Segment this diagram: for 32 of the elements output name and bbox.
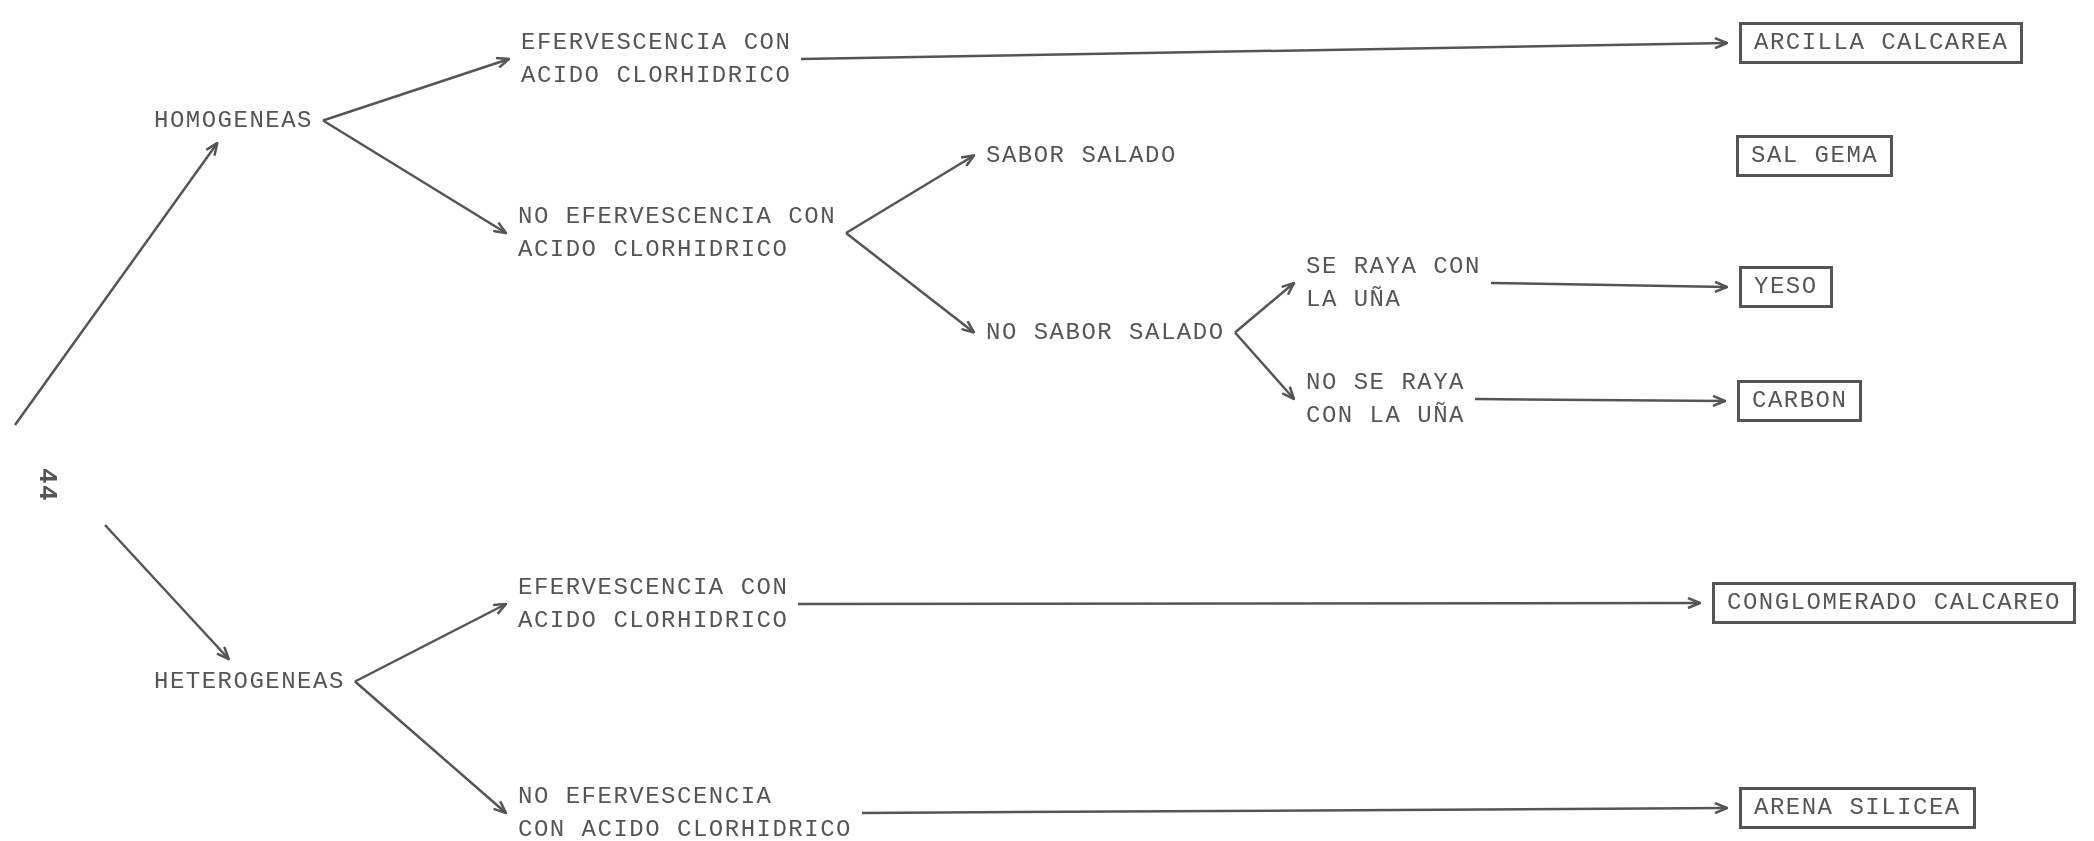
arrow [845, 154, 976, 235]
arrow [1475, 394, 1727, 408]
arrow [14, 141, 219, 426]
result-box: CARBON [1737, 380, 1863, 422]
branch-text: SE RAYA CON LA UÑA [1306, 250, 1481, 316]
arrow [800, 36, 1729, 61]
branch-text: NO EFERVESCENCIA CON ACIDO CLORHIDRICO [518, 200, 837, 266]
branch-text: NO SABOR SALADO [986, 316, 1225, 349]
arrow [798, 596, 1702, 610]
arrow [354, 602, 508, 683]
page-number: 44 [32, 467, 63, 503]
branch-text: EFERVESCENCIA CON ACIDO CLORHIDRICO [518, 571, 789, 637]
arrow [862, 801, 1729, 815]
branch-text: NO SE RAYA CON LA UÑA [1306, 366, 1466, 432]
branch-text: NO EFERVESCENCIA CON ACIDO CLORHIDRICO [518, 780, 852, 841]
result-box: ARCILLA CALCAREA [1739, 22, 2024, 64]
result-box: ARENA SILICEA [1739, 787, 1976, 829]
arrow [845, 232, 976, 334]
arrow [322, 56, 511, 122]
branch-text: HOMOGENEAS [154, 104, 314, 137]
arrow [1490, 280, 1729, 294]
result-box: SAL GEMA [1736, 135, 1894, 177]
result-box: CONGLOMERADO CALCAREO [1712, 582, 2076, 624]
branch-text: HETEROGENEAS [154, 665, 345, 698]
arrow [322, 119, 508, 235]
arrow [1234, 281, 1296, 334]
arrow [104, 524, 230, 661]
arrow [1234, 331, 1296, 401]
branch-text: EFERVESCENCIA CON ACIDO CLORHIDRICO [521, 26, 792, 92]
result-box: YESO [1739, 266, 1833, 308]
branch-text: SABOR SALADO [986, 139, 1177, 172]
arrow [354, 680, 508, 815]
